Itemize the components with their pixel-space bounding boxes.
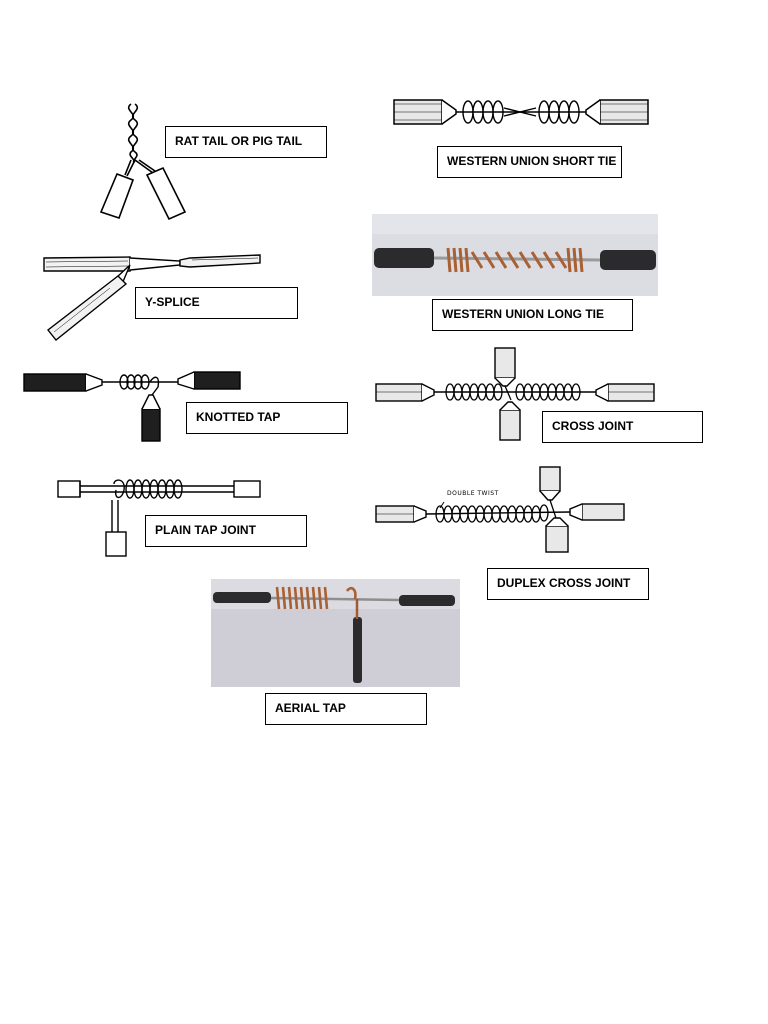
western-union-short-tie-illustration (393, 99, 649, 125)
knotted-tap-illustration (23, 371, 241, 442)
duplex-cross-joint-label: DUPLEX CROSS JOINT (487, 568, 649, 600)
rat-tail-illustration (99, 103, 187, 221)
cross-joint-label: CROSS JOINT (542, 411, 703, 443)
plain-tap-joint-illustration (57, 479, 261, 557)
plain-tap-joint-label: PLAIN TAP JOINT (145, 515, 307, 547)
knotted-tap-label: KNOTTED TAP (186, 402, 348, 434)
rat-tail-label: RAT TAIL OR PIG TAIL (165, 126, 327, 158)
aerial-tap-photo (211, 579, 460, 687)
aerial-tap-label: AERIAL TAP (265, 693, 427, 725)
y-splice-label: Y-SPLICE (135, 287, 298, 319)
western-union-long-tie-photo (372, 214, 658, 296)
western-union-short-tie-label: WESTERN UNION SHORT TIE (437, 146, 622, 178)
double-twist-annotation: DOUBLE TWIST (447, 490, 499, 497)
y-splice-illustration (43, 254, 261, 341)
western-union-long-tie-label: WESTERN UNION LONG TIE (432, 299, 633, 331)
cross-joint-illustration (375, 347, 655, 441)
duplex-cross-joint-illustration (375, 466, 625, 553)
